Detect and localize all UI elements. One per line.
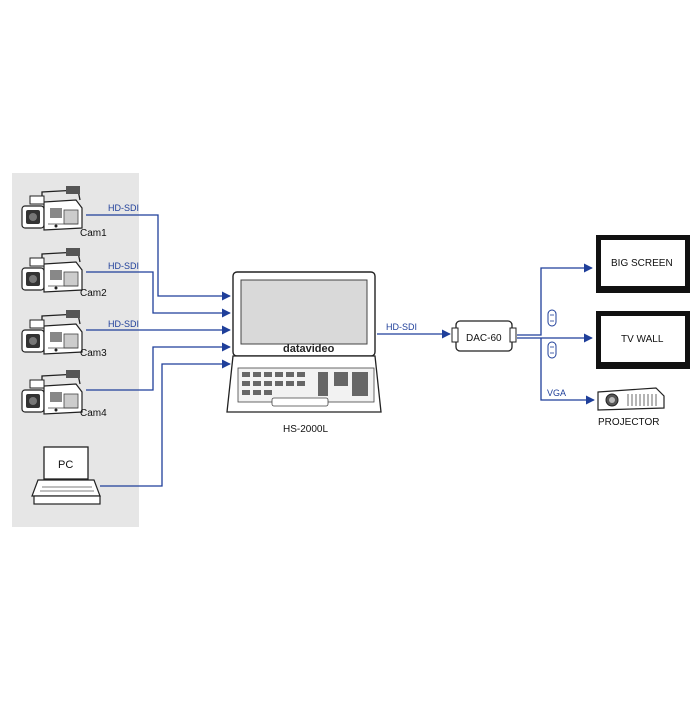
switcher-output-link-label: HD-SDI [386, 322, 417, 332]
input-wires [86, 214, 231, 487]
camera-2-label: Cam2 [80, 288, 107, 299]
projector: PROJECTOR [597, 387, 665, 428]
display-icon [596, 235, 690, 293]
converter-box-icon [451, 320, 517, 352]
tv-wall: TV WALL [596, 311, 690, 369]
cam1-link-label: HD-SDI [108, 203, 139, 213]
display-icon [596, 311, 690, 369]
big-screen: BIG SCREEN [596, 235, 690, 293]
camera-1: Cam1 [21, 185, 107, 239]
camera-2: Cam2 [21, 247, 107, 299]
cam2-link-label: HD-SDI [108, 261, 139, 271]
camera-3: Cam3 [21, 309, 107, 359]
converter: DAC-60 [451, 320, 517, 352]
pc-wire [100, 359, 231, 487]
laptop-switcher-icon [226, 271, 382, 413]
big-screen-wire [517, 263, 593, 336]
cam2-wire [86, 271, 231, 318]
camera-4: Cam4 [21, 369, 107, 419]
camera-3-label: Cam3 [80, 348, 107, 359]
converter-label: DAC-60 [466, 333, 502, 344]
switcher-brand: datavideo [283, 343, 335, 355]
projector-icon [597, 387, 665, 411]
switcher-model-label: HS-2000L [283, 424, 328, 435]
projector-link-label: VGA [547, 388, 566, 398]
cam3-link-label: HD-SDI [108, 319, 139, 329]
pc-label: PC [58, 459, 73, 471]
link-chain-icon [547, 341, 557, 359]
tv-wall-label: TV WALL [621, 334, 664, 345]
projector-wire [540, 338, 595, 405]
switcher: datavideo HS-2000L [226, 271, 382, 435]
computer-icon [31, 446, 101, 505]
camera-1-label: Cam1 [80, 228, 107, 239]
projector-label: PROJECTOR [598, 417, 660, 428]
big-screen-label: BIG SCREEN [611, 258, 673, 269]
link-chain-icon [547, 309, 557, 327]
output-wires [517, 263, 595, 405]
cam4-wire [86, 342, 231, 391]
camera-4-label: Cam4 [80, 408, 107, 419]
pc: PC [31, 446, 101, 505]
cam1-wire [86, 214, 231, 301]
